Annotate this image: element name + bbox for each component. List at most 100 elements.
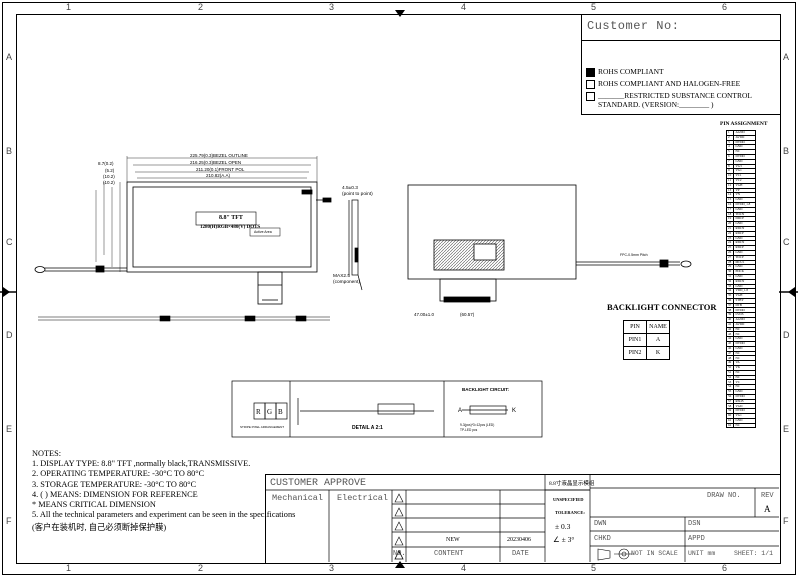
- zone-col-bottom-6: 6: [722, 563, 728, 573]
- tb-not-in-scale: NOT IN SCALE: [631, 550, 678, 557]
- tb-rev-mark: A: [397, 551, 401, 556]
- backlight-circuit-label: BACKLIGHT CIRCUIT:: [462, 387, 509, 392]
- pixel-r: R: [256, 408, 261, 416]
- tb-unspecified: UNSPECIFIED: [553, 497, 584, 502]
- dim-left-4: (10.2): [103, 180, 115, 185]
- note-1: 1. DISPLAY TYPE: 8.8" TFT ,normally blac…: [32, 459, 251, 469]
- zone-col-bottom-3: 3: [329, 563, 335, 573]
- zone-row-left-d: D: [6, 330, 13, 340]
- notes-block: NOTES: 1. DISPLAY TYPE: 8.8" TFT ,normal…: [32, 449, 295, 534]
- note-3: 3. STORAGE TEMPERATURE: -30°C TO 80°C: [32, 479, 197, 489]
- tb-date-value: 20230406: [507, 537, 531, 543]
- zone-row-right-c: C: [783, 237, 790, 247]
- back-dim-2: (60.57): [460, 312, 475, 317]
- zone-row-right-f: F: [783, 516, 789, 526]
- projection-symbol: [597, 548, 634, 561]
- note-2: 2. OPERATING TEMPERATURE: -30°C TO 80°C: [32, 469, 205, 479]
- front-view-dimensions: [95, 156, 318, 272]
- zone-col-bottom-1: 1: [66, 563, 72, 573]
- dim-left-1: 8.7(0.2): [98, 161, 114, 166]
- fpc-label: FPC-0.5mm Pitch: [620, 253, 648, 257]
- restricted-label-1: _______RESTRICTED SUBSTANCE CONTROL: [598, 91, 752, 100]
- zone-row-right-a: A: [783, 52, 790, 62]
- zone-row-right-b: B: [783, 146, 790, 156]
- zone-row-left-f: F: [6, 516, 12, 526]
- tb-customer-approve: CUSTOMER APPROVE: [270, 478, 367, 489]
- zone-col-top-6: 6: [722, 2, 728, 12]
- dim-front-pol: 211.20(0.1)FRONT POL: [196, 167, 245, 172]
- note-4b: * MEANS CRITICAL DIMENSION: [32, 500, 156, 510]
- zone-col-top-4: 4: [461, 2, 467, 12]
- zone-col-bottom-4: 4: [461, 563, 467, 573]
- zone-row-left-e: E: [6, 424, 13, 434]
- side-dim-4: (component): [333, 279, 360, 285]
- rohs-label: ROHS COMPLIANT: [598, 67, 664, 76]
- zone-row-left-b: B: [6, 146, 13, 156]
- backlight-tp-led: TP-LED pcs: [460, 428, 478, 432]
- restricted-label-2: STANDARD. (VERSION:________ ): [598, 100, 714, 109]
- zone-row-right-d: D: [783, 330, 790, 340]
- dim-left-3: (10.2): [103, 174, 115, 179]
- rohs-hf-checkbox[interactable]: [586, 80, 595, 89]
- tft-title: 8.8" TFT: [219, 215, 243, 221]
- backlight-k-label: K: [512, 408, 516, 414]
- active-area-label: Active Area: [254, 230, 272, 234]
- note-title: NOTES:: [32, 449, 62, 458]
- detail-box: [231, 380, 543, 438]
- tb-dsn: DSN: [688, 520, 701, 528]
- pin-number: 62: [725, 422, 735, 429]
- restricted-checkbox[interactable]: [586, 92, 595, 101]
- pin-name: NC: [733, 422, 756, 429]
- customer-block: Customer No: ROHS COMPLIANT ROHS COMPLIA…: [581, 14, 780, 115]
- tb-tol-linear: ± 0.3: [555, 522, 571, 531]
- zone-row-left-a: A: [6, 52, 13, 62]
- zone-col-bottom-5: 5: [591, 563, 597, 573]
- tb-chkd: CHKD: [594, 535, 611, 543]
- tb-sheet: SHEET: 1/1: [734, 550, 774, 557]
- zone-row-right-e: E: [783, 424, 790, 434]
- dim-bezel-open: 216.25(0.3)BEZEL OPEN: [190, 160, 241, 165]
- detail-a-label: DETAIL A 2:1: [352, 425, 383, 431]
- side-view: [348, 199, 363, 291]
- tb-new: NEW: [446, 537, 460, 543]
- tb-part-desc: 8.8寸液晶显示模组: [549, 481, 595, 487]
- tb-appd: APPD: [688, 535, 705, 543]
- rohs-hf-label: ROHS COMPLIANT AND HALOGEN-FREE: [598, 79, 741, 88]
- customer-no-divider: [582, 40, 780, 41]
- tb-date: DATE: [512, 550, 529, 558]
- tb-unit: UNIT mm: [688, 550, 716, 557]
- zone-col-bottom-2: 2: [198, 563, 204, 573]
- rohs-checkbox[interactable]: [586, 68, 595, 77]
- zone-col-top-1: 1: [66, 2, 72, 12]
- zone-row-left-c: C: [6, 237, 13, 247]
- tb-mechanical: Mechanical: [272, 493, 324, 503]
- zone-col-top-2: 2: [198, 2, 204, 12]
- back-view: [407, 184, 692, 303]
- note-4: 4. ( ) MEANS: DIMENSION FOR REFERENCE: [32, 489, 198, 499]
- bottom-profile: [38, 315, 330, 322]
- dim-active-area: 210.82(A.A): [206, 173, 231, 178]
- backlight-connector-title: BACKLIGHT CONNECTOR: [607, 302, 717, 312]
- title-block: [265, 474, 781, 564]
- zone-col-top-3: 3: [329, 2, 335, 12]
- tb-dwn: DWN: [594, 520, 607, 528]
- pixel-g: G: [267, 408, 272, 416]
- pin-assignment-title: PIN ASSIGNMENT: [720, 121, 768, 127]
- blc-row2-name: K: [646, 346, 670, 360]
- tft-resolution: 1280(H)RGB×480(V) DOTS: [200, 225, 260, 230]
- tb-tolerance: TOLERANCE:: [555, 510, 585, 515]
- tb-no: NO.: [393, 550, 406, 558]
- revision-triangles: [394, 493, 404, 560]
- tb-rev-value: A: [764, 504, 771, 514]
- zone-col-top-5: 5: [591, 2, 597, 12]
- front-view: [34, 181, 332, 305]
- note-6: (客户在装机时, 自己必须断掉保护膜): [32, 523, 167, 533]
- side-dim-3: MAX2.5: [333, 273, 350, 279]
- tb-draw-no: DRAW NO.: [707, 492, 741, 500]
- customer-no-label: Customer No:: [587, 19, 680, 33]
